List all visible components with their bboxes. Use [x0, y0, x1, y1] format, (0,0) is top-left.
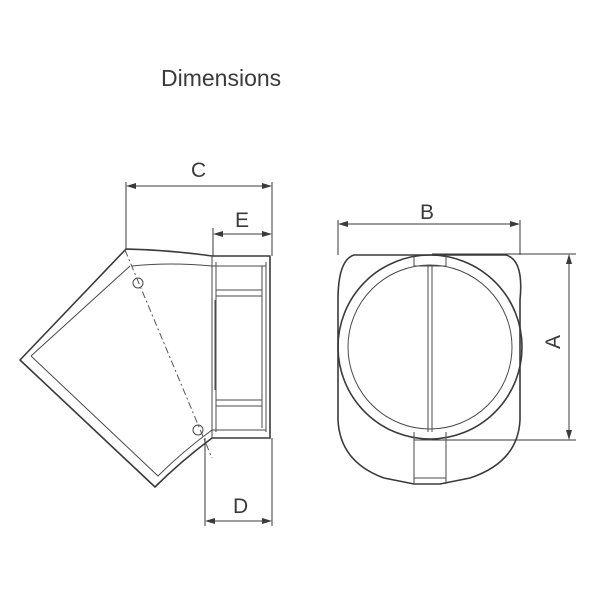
dimension-b: B	[337, 201, 521, 255]
dimension-c: C	[125, 159, 273, 250]
label-a: A	[542, 335, 565, 349]
dimension-a: A	[432, 253, 576, 441]
label-c: C	[191, 159, 206, 182]
label-b: B	[420, 201, 434, 224]
label-d: D	[233, 495, 248, 518]
label-e: E	[235, 209, 249, 232]
elbow-side-view	[19, 248, 271, 488]
dimension-e: E	[212, 209, 273, 256]
elbow-end-view	[337, 254, 523, 485]
diagram-title: Dimensions	[161, 65, 281, 91]
dimension-d: D	[204, 438, 273, 526]
